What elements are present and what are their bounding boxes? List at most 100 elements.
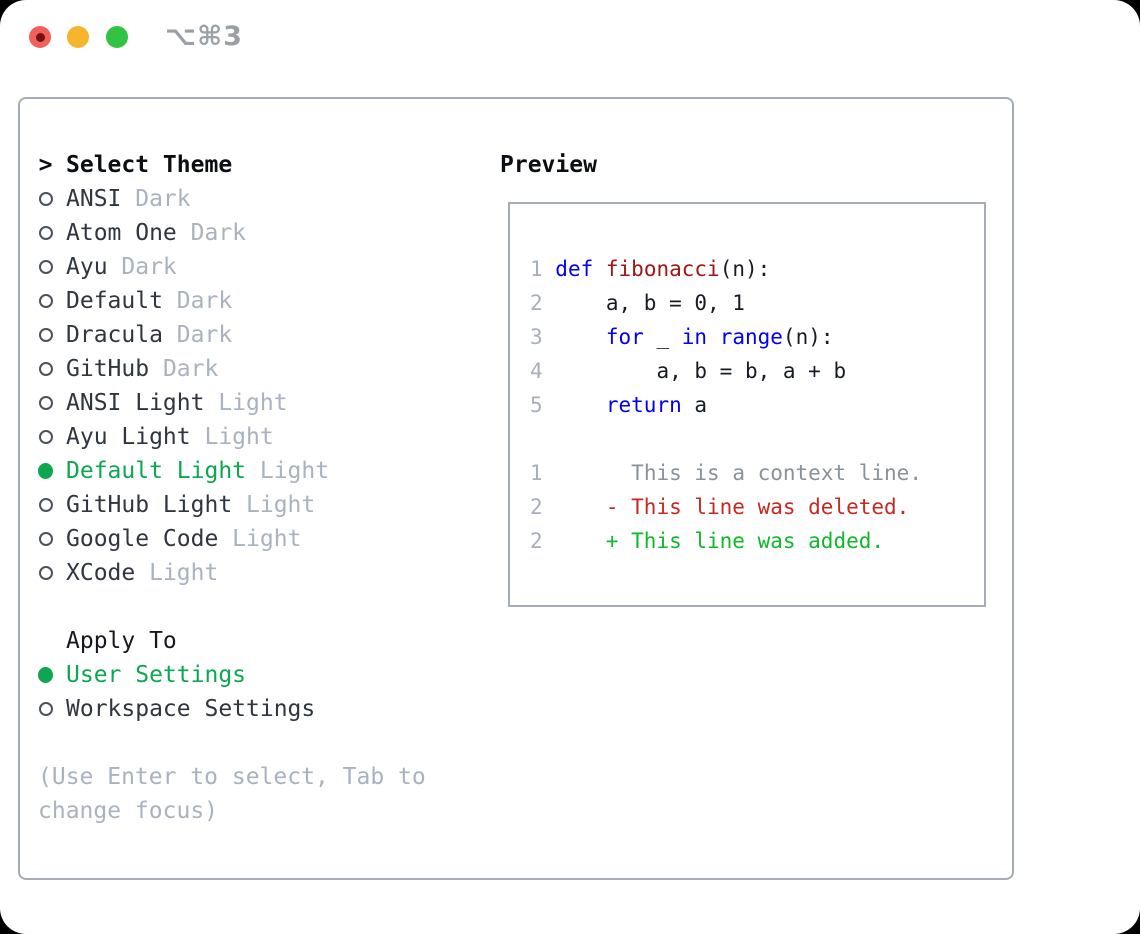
code-token-ctx: This is a context line. xyxy=(631,461,922,485)
radio-marker xyxy=(38,386,53,420)
code-token-ln: 2 xyxy=(530,529,543,553)
radio-icon xyxy=(38,532,53,546)
code-token-pl: a, b = 0, 1 xyxy=(555,291,745,315)
theme-item[interactable]: XCode Light xyxy=(38,556,468,590)
radio-icon xyxy=(38,294,53,308)
code-line: 1 def fibonacci(n): xyxy=(530,252,984,286)
theme-name: GitHub xyxy=(66,356,150,382)
code-token-ln: 1 xyxy=(530,461,543,485)
code-line: 4 a, b = b, a + b xyxy=(530,354,984,388)
theme-name: GitHub Light xyxy=(66,492,233,518)
radio-marker xyxy=(38,250,53,284)
theme-variant: Light xyxy=(218,526,302,552)
code-token-pl xyxy=(555,393,606,417)
code-token-kw: def xyxy=(555,257,594,281)
code-token-pl xyxy=(543,461,632,485)
code-line: 2 - This line was deleted. xyxy=(530,490,984,524)
code-token-pl xyxy=(555,325,606,349)
unsaved-dot-icon xyxy=(35,32,45,42)
theme-item-label: XCode Light xyxy=(66,560,218,586)
radio-marker xyxy=(38,182,53,216)
theme-item-label: ANSI Light Light xyxy=(66,390,288,416)
theme-item-label: ANSI Dark xyxy=(66,186,191,212)
radio-marker xyxy=(38,556,53,590)
theme-item[interactable]: Ayu Dark xyxy=(38,250,468,284)
theme-item[interactable]: Ayu Light Light xyxy=(38,420,468,454)
code-token-pl xyxy=(543,529,606,553)
radio-icon xyxy=(38,362,53,376)
theme-item-label: GitHub Light Light xyxy=(66,492,315,518)
code-token-pl: (n): xyxy=(719,257,771,281)
theme-variant: Dark xyxy=(149,356,219,382)
radio-marker xyxy=(38,352,53,386)
radio-marker xyxy=(38,318,53,352)
theme-item[interactable]: ANSI Dark xyxy=(38,182,468,216)
theme-name: Atom One xyxy=(66,220,177,246)
theme-item-label: Atom One Dark xyxy=(66,220,246,246)
radio-marker xyxy=(38,692,53,726)
code-token-ln: 1 xyxy=(530,257,556,281)
select-theme-title: Select Theme xyxy=(66,152,233,178)
code-token-ln: 2 xyxy=(530,291,556,315)
radio-marker xyxy=(38,454,53,488)
minimize-button[interactable] xyxy=(67,26,89,48)
theme-item[interactable]: Dracula Dark xyxy=(38,318,468,352)
apply-to-option[interactable]: Workspace Settings xyxy=(38,692,468,726)
theme-name: ANSI Light xyxy=(66,390,205,416)
theme-item-label: Ayu Light Light xyxy=(66,424,274,450)
theme-name: Google Code xyxy=(66,526,219,552)
theme-item-label: Google Code Light xyxy=(66,526,301,552)
code-token-pl xyxy=(543,495,606,519)
code-line: 1 This is a context line. xyxy=(530,456,984,490)
theme-item-label: GitHub Dark xyxy=(66,356,218,382)
radio-icon xyxy=(38,260,53,274)
close-button[interactable] xyxy=(29,26,51,48)
code-token-kw: in xyxy=(681,325,708,349)
code-token-pl: a, b = b, a + b xyxy=(555,359,847,383)
theme-item[interactable]: Atom One Dark xyxy=(38,216,468,250)
theme-item-label: Dracula Dark xyxy=(66,322,232,348)
theme-name: Dracula xyxy=(66,322,163,348)
theme-item[interactable]: Default Light Light xyxy=(38,454,468,488)
theme-item[interactable]: Google Code Light xyxy=(38,522,468,556)
apply-to-option[interactable]: User Settings xyxy=(38,658,468,692)
radio-icon xyxy=(38,498,53,512)
theme-name: Ayu xyxy=(66,254,108,280)
radio-icon xyxy=(38,396,53,410)
theme-name: Ayu Light xyxy=(66,424,191,450)
titlebar: ⌥⌘3 xyxy=(0,0,1140,70)
apply-to-header: Apply To xyxy=(38,624,468,658)
theme-item[interactable]: GitHub Dark xyxy=(38,352,468,386)
radio-icon xyxy=(38,566,53,580)
code-token-pl xyxy=(593,257,606,281)
radio-marker xyxy=(38,658,53,692)
code-line: 2 a, b = 0, 1 xyxy=(530,286,984,320)
code-token-pl xyxy=(707,325,720,349)
maximize-button[interactable] xyxy=(106,26,128,48)
radio-icon xyxy=(38,328,53,342)
theme-item[interactable]: GitHub Light Light xyxy=(38,488,468,522)
code-token-del: - This line was deleted. xyxy=(605,495,910,519)
theme-variant: Light xyxy=(204,390,288,416)
radio-marker xyxy=(38,522,53,556)
theme-variant: Light xyxy=(135,560,219,586)
code-token-pl: _ xyxy=(643,325,682,349)
code-token-ln: 5 xyxy=(530,393,556,417)
theme-variant: Dark xyxy=(162,288,233,314)
code-token-kw: range xyxy=(719,325,783,349)
theme-name: Default xyxy=(66,288,163,314)
theme-variant: Dark xyxy=(162,322,233,348)
theme-item[interactable]: ANSI Light Light xyxy=(38,386,468,420)
radio-marker xyxy=(38,284,53,318)
code-token-fn: fibonacci xyxy=(605,257,720,281)
selected-radio-icon xyxy=(38,463,53,479)
code-line: 2 + This line was added. xyxy=(530,524,984,558)
theme-variant: Light xyxy=(246,458,330,484)
selected-radio-icon xyxy=(38,667,53,683)
theme-item[interactable]: Default Dark xyxy=(38,284,468,318)
